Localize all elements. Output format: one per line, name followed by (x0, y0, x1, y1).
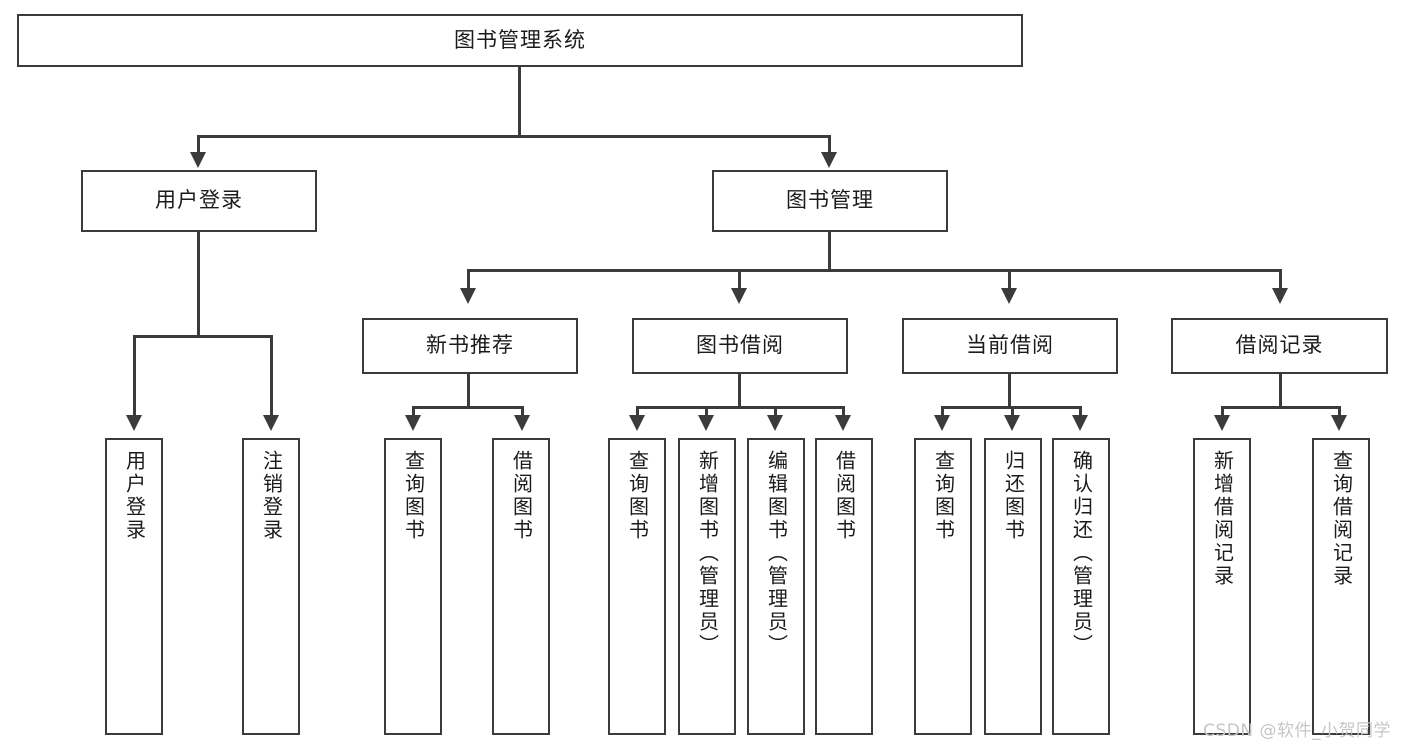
node-label: 新增图书（管理员） (695, 450, 720, 657)
node-label: 借阅记录 (1235, 333, 1324, 358)
node-label: 图书管理系统 (454, 27, 586, 52)
connector-borrow-record-bus (1221, 406, 1341, 409)
node-label: 借阅图书 (832, 450, 857, 542)
node-label: 当前借阅 (966, 333, 1054, 358)
node-borrow-record[interactable]: 借阅记录 (1171, 318, 1388, 374)
connector-current-borrow-child1 (941, 406, 944, 418)
node-label: 确认归还（管理员） (1069, 450, 1094, 657)
connector-borrow-record-child2 (1338, 406, 1341, 418)
arrowhead-borrow-record-child1 (1214, 415, 1230, 431)
connector-to-new-book-recommend (467, 269, 470, 290)
connector-current-borrow-child3 (1079, 406, 1082, 418)
connector-user-login-bus (133, 335, 273, 338)
node-label: 查询图书 (625, 450, 650, 542)
node-leaf-add-book-admin[interactable]: 新增图书（管理员） (678, 438, 736, 735)
connector-borrow-record-child1 (1221, 406, 1224, 418)
node-leaf-logout[interactable]: 注销登录 (242, 438, 300, 735)
node-leaf-user-login[interactable]: 用户登录 (105, 438, 163, 735)
node-label: 归还图书 (1001, 450, 1026, 542)
node-label: 新增借阅记录 (1210, 450, 1235, 588)
node-book-management[interactable]: 图书管理 (712, 170, 948, 232)
connector-book-borrow-child1 (636, 406, 639, 418)
connector-user-login-child1 (133, 335, 136, 418)
node-current-borrow[interactable]: 当前借阅 (902, 318, 1118, 374)
connector-book-borrow-child4 (842, 406, 845, 418)
arrowhead-current-borrow-child3 (1072, 415, 1088, 431)
connector-to-user-login (197, 135, 200, 155)
node-leaf-query-borrow-record[interactable]: 查询借阅记录 (1312, 438, 1370, 735)
arrowhead-book-borrow-child1 (629, 415, 645, 431)
node-book-borrow[interactable]: 图书借阅 (632, 318, 848, 374)
node-label: 借阅图书 (509, 450, 534, 542)
connector-book-management-stem (828, 232, 831, 269)
node-label: 图书管理 (786, 188, 874, 213)
node-leaf-return-book[interactable]: 归还图书 (984, 438, 1042, 735)
arrowhead-to-book-management (821, 152, 837, 168)
arrowhead-new-book-child2 (514, 415, 530, 431)
connector-user-login-stem (197, 232, 200, 335)
connector-level3-bus (467, 269, 1279, 272)
arrowhead-user-login-child2 (263, 415, 279, 431)
arrowhead-to-borrow-record (1272, 288, 1288, 304)
connector-current-borrow-stem (1008, 374, 1011, 406)
arrowhead-to-current-borrow (1001, 288, 1017, 304)
node-label: 用户登录 (155, 188, 243, 213)
node-leaf-borrow-book-recommend[interactable]: 借阅图书 (492, 438, 550, 735)
node-leaf-borrow-book[interactable]: 借阅图书 (815, 438, 873, 735)
connector-book-borrow-child2 (705, 406, 708, 418)
connector-to-current-borrow (1008, 269, 1011, 290)
node-label: 查询借阅记录 (1329, 450, 1354, 588)
connector-current-borrow-child2 (1011, 406, 1014, 418)
connector-level2-bus (197, 135, 831, 138)
connector-root-stem (518, 67, 521, 135)
node-leaf-query-book-current[interactable]: 查询图书 (914, 438, 972, 735)
connector-new-book-child1 (412, 406, 415, 418)
node-leaf-edit-book-admin[interactable]: 编辑图书（管理员） (747, 438, 805, 735)
node-label: 用户登录 (122, 450, 147, 542)
connector-to-book-borrow (738, 269, 741, 290)
node-label: 新书推荐 (426, 333, 514, 358)
node-leaf-confirm-return-admin[interactable]: 确认归还（管理员） (1052, 438, 1110, 735)
connector-book-borrow-stem (738, 374, 741, 406)
connector-new-book-stem (467, 374, 470, 406)
node-leaf-query-book-recommend[interactable]: 查询图书 (384, 438, 442, 735)
arrowhead-current-borrow-child1 (934, 415, 950, 431)
connector-to-book-management (828, 135, 831, 155)
node-label: 注销登录 (259, 450, 284, 542)
arrowhead-book-borrow-child4 (835, 415, 851, 431)
node-label: 查询图书 (401, 450, 426, 542)
arrowhead-to-user-login (190, 152, 206, 168)
node-user-login[interactable]: 用户登录 (81, 170, 317, 232)
node-label: 图书借阅 (696, 333, 784, 358)
csdn-watermark: CSDN @软件_小贺同学 (1203, 721, 1391, 741)
arrowhead-to-book-borrow (731, 288, 747, 304)
connector-book-borrow-bus (636, 406, 844, 409)
arrowhead-user-login-child1 (126, 415, 142, 431)
connector-book-borrow-child3 (774, 406, 777, 418)
node-leaf-query-book-borrow[interactable]: 查询图书 (608, 438, 666, 735)
node-root-book-management-system[interactable]: 图书管理系统 (17, 14, 1023, 67)
connector-to-borrow-record (1279, 269, 1282, 290)
arrowhead-book-borrow-child3 (767, 415, 783, 431)
arrowhead-book-borrow-child2 (698, 415, 714, 431)
node-label: 查询图书 (931, 450, 956, 542)
connector-new-book-bus (412, 406, 524, 409)
arrowhead-current-borrow-child2 (1004, 415, 1020, 431)
connector-user-login-child2 (270, 335, 273, 418)
connector-new-book-child2 (521, 406, 524, 418)
connector-borrow-record-stem (1279, 374, 1282, 406)
arrowhead-to-new-book-recommend (460, 288, 476, 304)
arrowhead-borrow-record-child2 (1331, 415, 1347, 431)
node-label: 编辑图书（管理员） (764, 450, 789, 657)
node-leaf-add-borrow-record[interactable]: 新增借阅记录 (1193, 438, 1251, 735)
arrowhead-new-book-child1 (405, 415, 421, 431)
node-new-book-recommend[interactable]: 新书推荐 (362, 318, 578, 374)
